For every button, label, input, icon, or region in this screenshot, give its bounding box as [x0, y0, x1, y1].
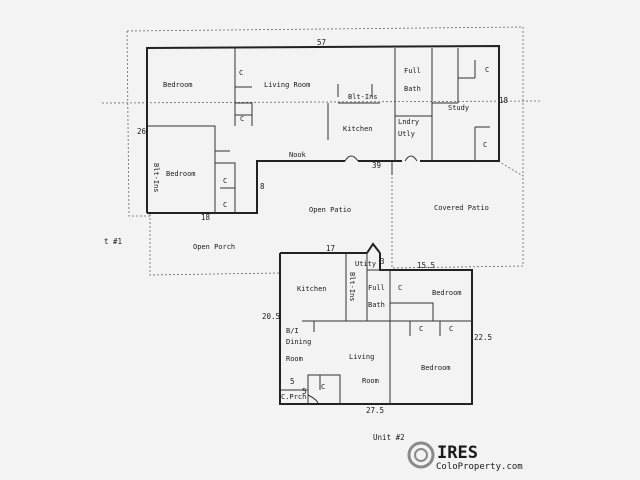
- label-closet: C: [223, 201, 227, 209]
- label-living-room: Living Room: [264, 81, 310, 89]
- watermark-name: IRES: [437, 443, 478, 463]
- dim-left: 20.5: [262, 312, 280, 321]
- watermark: IRES ColoProperty.com: [407, 441, 523, 472]
- label-bi: B/I: [286, 327, 299, 335]
- label-closet: C: [239, 69, 243, 77]
- label-built-ins: Blt-Ins: [348, 93, 378, 101]
- unit2-label: Unit #2: [373, 433, 405, 442]
- label-living: Living: [349, 353, 374, 361]
- label-closet: C: [223, 177, 227, 185]
- unit1-dimensions: 57 26 18 39 8 18 t #1: [104, 38, 509, 246]
- dim-porch-width: 5: [290, 377, 295, 386]
- label-covered-porch: C.Prch: [281, 393, 306, 401]
- label-nook: Nook: [289, 151, 307, 159]
- dim-top: 17: [326, 244, 335, 253]
- label-closet: C: [483, 141, 487, 149]
- dim-height-right: 18: [499, 96, 509, 105]
- label-bedroom-bottom: Bedroom: [421, 364, 451, 372]
- dim-right-top: 15.5: [417, 261, 435, 270]
- label-closet: C: [240, 115, 244, 123]
- label-closet: C: [449, 325, 453, 333]
- label-dining: Dining: [286, 338, 311, 346]
- label-closet: C: [398, 284, 402, 292]
- label-open-patio: Open Patio: [309, 206, 351, 214]
- label-closet: C: [485, 66, 489, 74]
- label-closet: C: [321, 383, 325, 391]
- dim-porch-height: 5: [302, 387, 307, 396]
- label-kitchen: Kitchen: [343, 125, 373, 133]
- label-built-ins-vertical: Blt-Ins: [348, 272, 356, 302]
- label-room-mid: Room: [362, 377, 379, 385]
- dim-height-left: 26: [137, 127, 147, 136]
- label-full: Full: [368, 284, 385, 292]
- dim-step: 8: [260, 182, 265, 191]
- label-built-ins-side: Blt-Ins: [152, 163, 160, 193]
- dim-bottom: 27.5: [366, 406, 384, 415]
- label-closet: C: [419, 325, 423, 333]
- label-bedroom-sw: Bedroom: [166, 170, 196, 178]
- label-utility: Utity: [355, 260, 376, 268]
- label-bedroom-top: Bedroom: [432, 289, 462, 297]
- unit1-label: t #1: [104, 237, 122, 246]
- unit1-room-labels: Bedroom C C Living Room Blt-Ins Full Bat…: [152, 66, 489, 251]
- dim-nook-run: 39: [372, 161, 381, 170]
- watermark-site: ColoProperty.com: [436, 462, 523, 472]
- watermark-logo-icon: [407, 441, 435, 469]
- label-laundry: Lndry: [398, 118, 419, 126]
- dashed-outlines: [101, 26, 541, 276]
- label-bath: Bath: [368, 301, 385, 309]
- label-study: Study: [448, 104, 469, 112]
- dim-right: 22.5: [474, 333, 492, 342]
- label-room-left: Room: [286, 355, 303, 363]
- unit1-walls: [146, 44, 500, 214]
- unit2-dimensions: 17 3 15.5 20.5 22.5 5 5 27.5 Unit #2: [262, 244, 492, 442]
- label-open-porch: Open Porch: [193, 243, 235, 251]
- label-utility: Utly: [398, 130, 415, 138]
- label-covered-patio: Covered Patio: [434, 204, 489, 212]
- unit2-room-labels: Kitchen Blt-Ins Utity Full Bath C Bedroo…: [281, 260, 462, 401]
- dim-width: 57: [317, 38, 326, 47]
- label-full: Full: [404, 67, 421, 75]
- label-bath: Bath: [404, 85, 421, 93]
- label-bedroom-nw: Bedroom: [163, 81, 193, 89]
- unit2-walls: [279, 242, 473, 405]
- dim-bottom-left: 18: [201, 213, 211, 222]
- dim-step: 3: [380, 257, 385, 266]
- label-kitchen: Kitchen: [297, 285, 327, 293]
